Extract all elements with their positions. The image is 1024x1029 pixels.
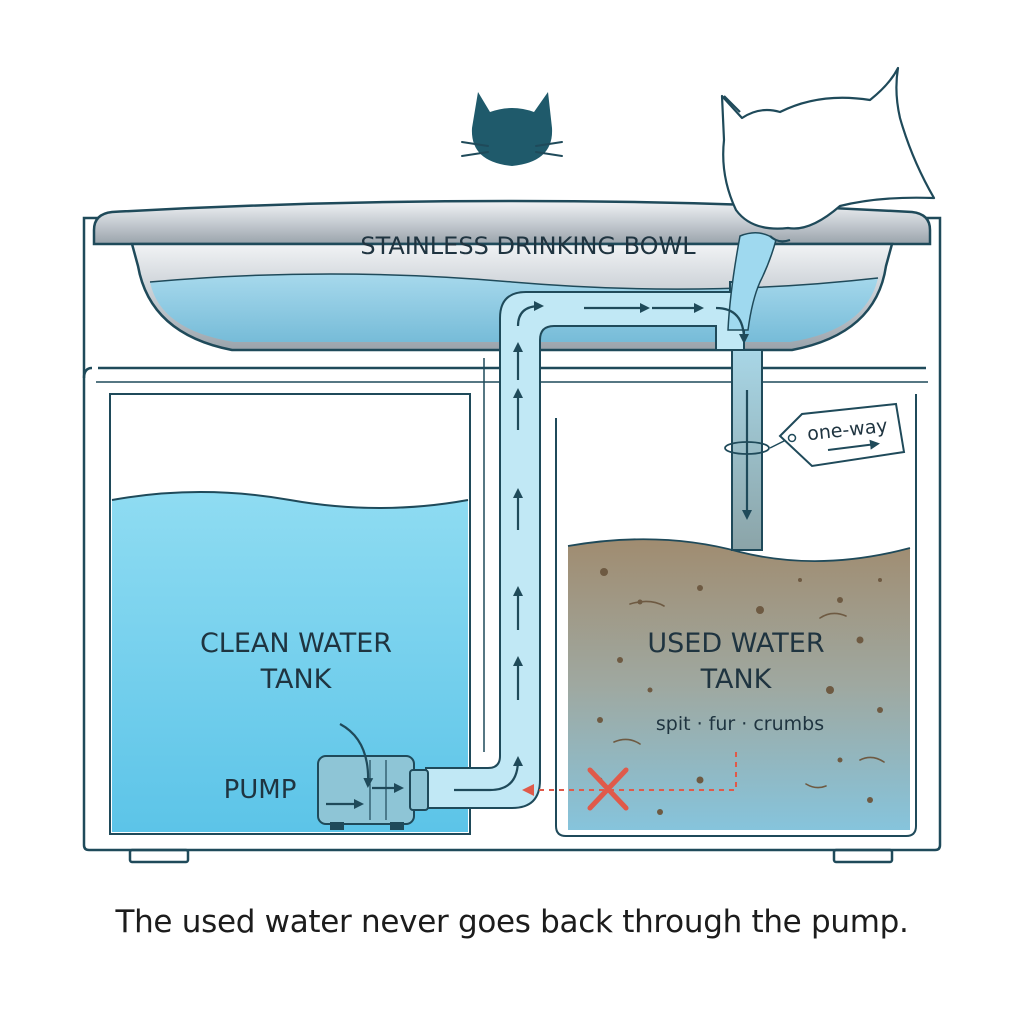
clean-tank-label-line2: TANK xyxy=(260,664,333,695)
used-water-tank xyxy=(555,394,917,837)
used-tank-label-line2: TANK xyxy=(700,664,773,695)
water-stream xyxy=(727,232,777,331)
pump-label: PUMP xyxy=(224,775,297,805)
flow-arrows xyxy=(326,301,752,809)
bowl-label: STAINLESS DRINKING BOWL xyxy=(360,232,696,260)
one-way-tag xyxy=(769,402,906,468)
debris-particles xyxy=(597,568,883,815)
used-tank-label-line1: USED WATER xyxy=(647,628,824,659)
clean-tank-label-line1: CLEAN WATER xyxy=(200,628,392,659)
debris-label: spit · fur · crumbs xyxy=(656,713,824,735)
clean-water-tank xyxy=(109,393,471,835)
cat-head-icon xyxy=(461,92,563,166)
cat-drinking-illustration xyxy=(720,66,936,243)
blocked-x-icon xyxy=(587,767,629,811)
pump-unit xyxy=(317,755,429,830)
one-way-tag-arrow-icon xyxy=(827,439,880,451)
caption: The used water never goes back through t… xyxy=(115,904,909,940)
blocked-backflow xyxy=(522,752,737,796)
